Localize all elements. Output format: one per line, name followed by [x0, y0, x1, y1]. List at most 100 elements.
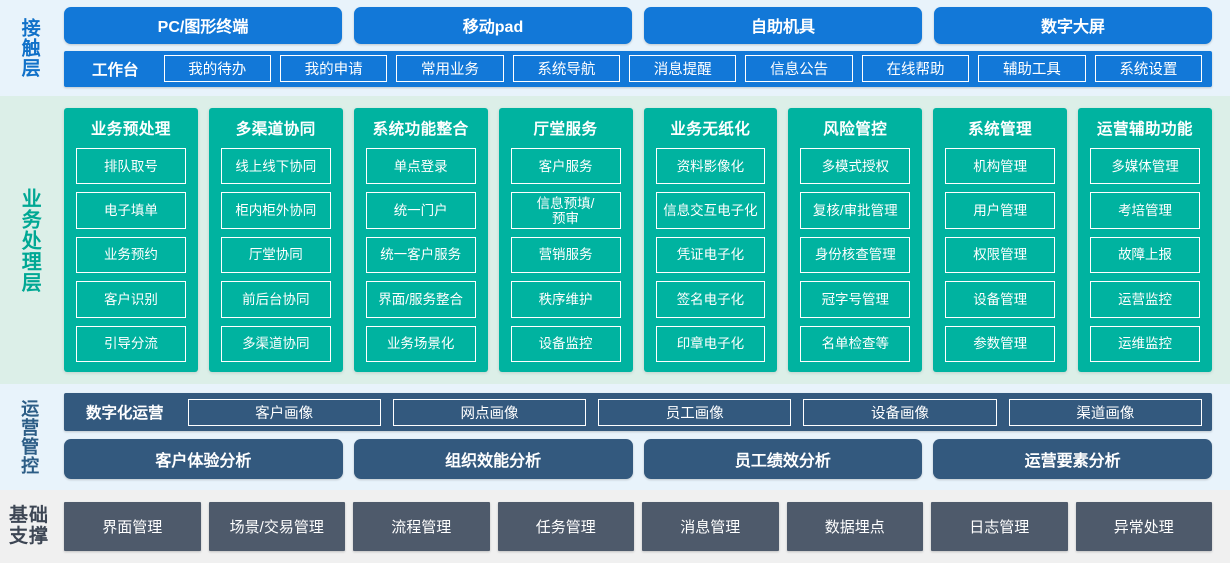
business-column-4: 业务无纸化资料影像化信息交互电子化凭证电子化签名电子化印章电子化: [643, 108, 778, 372]
portrait-chip-3[interactable]: 设备画像: [803, 398, 997, 426]
nav-item-1[interactable]: 我的申请: [279, 55, 388, 83]
business-item[interactable]: 运维监控: [1090, 325, 1200, 363]
business-column-items-5: 多模式授权复核/审批管理身份核查管理冠字号管理名单检查等: [800, 148, 911, 363]
nav-item-0[interactable]: 我的待办: [163, 55, 271, 83]
business-column-2: 系统功能整合单点登录统一门户统一客户服务界面/服务整合业务场景化: [353, 108, 488, 372]
base-support-chip-0[interactable]: 界面管理: [64, 502, 201, 551]
business-item[interactable]: 单点登录: [365, 148, 476, 185]
business-column-items-2: 单点登录统一门户统一客户服务界面/服务整合业务场景化: [365, 148, 476, 363]
workbench-nav-bar: 工作台 我的待办我的申请常用业务系统导航消息提醒信息公告在线帮助辅助工具系统设置: [64, 50, 1212, 87]
business-item[interactable]: 客户识别: [76, 281, 186, 318]
business-item[interactable]: 统一客户服务: [365, 236, 476, 274]
business-item[interactable]: 排队取号: [76, 148, 186, 185]
analysis-chip-3[interactable]: 运营要素分析: [933, 439, 1212, 479]
analysis-chip-2[interactable]: 员工绩效分析: [643, 439, 923, 479]
business-column-title-7: 运营辅助功能: [1097, 121, 1194, 138]
business-item[interactable]: 签名电子化: [655, 281, 766, 318]
workbench-title: 工作台: [92, 61, 139, 79]
base-support-chip-6[interactable]: 日志管理: [931, 502, 1068, 551]
business-item[interactable]: 业务场景化: [365, 325, 476, 363]
nav-item-6[interactable]: 在线帮助: [861, 55, 970, 83]
business-item[interactable]: 凭证电子化: [655, 236, 766, 274]
business-layer-label: 业务处理层: [18, 187, 41, 293]
operations-layer: 运营管控 数字化运营 客户画像网点画像员工画像设备画像渠道画像 客户体验分析组织…: [0, 384, 1230, 490]
analysis-chip-1[interactable]: 组织效能分析: [353, 439, 633, 479]
base-support-layer: 基础 支撑 界面管理场景/交易管理流程管理任务管理消息管理数据埋点日志管理异常处…: [0, 490, 1230, 563]
channel-chip-3[interactable]: 数字大屏: [934, 7, 1212, 44]
business-column-6: 系统管理机构管理用户管理权限管理设备管理参数管理: [933, 108, 1068, 372]
contact-layer-body: PC/图形终端移动pad 自助机具数字大屏 工作台 我的待办我的申请常用业务系统导…: [58, 0, 1230, 96]
portrait-chip-2[interactable]: 员工画像: [598, 398, 792, 426]
base-support-layer-body: 界面管理场景/交易管理流程管理任务管理消息管理数据埋点日志管理异常处理: [58, 490, 1230, 563]
business-column-title-1: 多渠道协同: [235, 121, 316, 138]
operations-layer-label: 运营管控: [19, 399, 40, 475]
business-item[interactable]: 复核/审批管理: [800, 192, 911, 229]
business-item[interactable]: 业务预约: [76, 236, 186, 274]
business-item[interactable]: 机构管理: [945, 148, 1056, 185]
base-support-layer-label: 基础 支撑: [0, 490, 58, 563]
portrait-chip-0[interactable]: 客户画像: [187, 398, 381, 426]
nav-item-2[interactable]: 常用业务: [396, 55, 504, 83]
channel-row: PC/图形终端移动pad 自助机具数字大屏: [64, 7, 1212, 44]
analysis-chip-0[interactable]: 客户体验分析: [64, 439, 343, 479]
business-item[interactable]: 引导分流: [76, 325, 186, 363]
business-item[interactable]: 参数管理: [945, 325, 1056, 363]
base-support-chip-2[interactable]: 流程管理: [353, 502, 490, 551]
business-item[interactable]: 考培管理: [1090, 192, 1200, 229]
business-column-title-3: 厅堂服务: [533, 121, 598, 138]
business-item[interactable]: 线上线下协同: [220, 148, 331, 185]
base-support-chip-4[interactable]: 消息管理: [642, 502, 779, 551]
business-item[interactable]: 设备管理: [945, 281, 1056, 318]
business-item[interactable]: 秩序维护: [510, 281, 621, 318]
operations-layer-body: 数字化运营 客户画像网点画像员工画像设备画像渠道画像 客户体验分析组织效能分析员…: [58, 384, 1230, 490]
nav-item-3[interactable]: 系统导航: [512, 55, 621, 83]
business-item[interactable]: 权限管理: [945, 236, 1056, 274]
business-item[interactable]: 厅堂协同: [220, 236, 331, 274]
business-column-title-2: 系统功能整合: [372, 121, 469, 138]
base-label-line-1: 基础: [8, 504, 49, 526]
business-item[interactable]: 电子填单: [76, 192, 186, 229]
portrait-chip-list: 客户画像网点画像员工画像设备画像渠道画像: [187, 398, 1202, 426]
business-item[interactable]: 信息预填/ 预审: [510, 192, 621, 229]
business-item[interactable]: 柜内柜外协同: [220, 192, 331, 229]
business-item[interactable]: 资料影像化: [655, 148, 766, 185]
channel-chip-1[interactable]: 移动pad: [354, 7, 632, 44]
business-column-items-7: 多媒体管理考培管理故障上报运营监控运维监控: [1090, 148, 1200, 363]
nav-item-7[interactable]: 辅助工具: [978, 55, 1086, 83]
base-support-chip-7[interactable]: 异常处理: [1075, 502, 1212, 551]
base-support-chip-1[interactable]: 场景/交易管理: [208, 502, 345, 551]
channel-chip-0[interactable]: PC/图形终端: [64, 7, 342, 44]
business-item[interactable]: 信息交互电子化: [655, 192, 766, 229]
business-item[interactable]: 故障上报: [1090, 236, 1200, 274]
business-item[interactable]: 印章电子化: [655, 325, 766, 363]
business-column-5: 风险管控多模式授权复核/审批管理身份核查管理冠字号管理名单检查等: [788, 108, 923, 372]
business-item[interactable]: 身份核查管理: [800, 236, 911, 274]
portrait-chip-4[interactable]: 渠道画像: [1008, 398, 1202, 426]
base-support-chip-5[interactable]: 数据埋点: [786, 502, 923, 551]
business-item[interactable]: 运营监控: [1090, 281, 1200, 318]
nav-item-8[interactable]: 系统设置: [1094, 55, 1203, 83]
business-item[interactable]: 客户服务: [510, 148, 621, 185]
business-item[interactable]: 冠字号管理: [800, 281, 911, 318]
business-item[interactable]: 界面/服务整合: [365, 281, 476, 318]
channel-chip-2[interactable]: 自助机具: [644, 7, 922, 44]
business-item[interactable]: 营销服务: [510, 236, 621, 274]
business-column-7: 运营辅助功能多媒体管理考培管理故障上报运营监控运维监控: [1078, 108, 1212, 372]
business-item[interactable]: 统一门户: [365, 192, 476, 229]
portrait-chip-1[interactable]: 网点画像: [392, 398, 587, 426]
workbench-nav-items: 我的待办我的申请常用业务系统导航消息提醒信息公告在线帮助辅助工具系统设置: [163, 55, 1203, 83]
base-support-chip-3[interactable]: 任务管理: [497, 502, 634, 551]
nav-item-5[interactable]: 信息公告: [745, 55, 853, 83]
business-item[interactable]: 用户管理: [945, 192, 1056, 229]
business-item[interactable]: 设备监控: [510, 325, 621, 363]
business-item[interactable]: 多模式授权: [800, 148, 911, 185]
nav-item-4[interactable]: 消息提醒: [629, 55, 737, 83]
business-item[interactable]: 多媒体管理: [1090, 148, 1200, 185]
business-item[interactable]: 多渠道协同: [220, 325, 331, 363]
business-column-items-0: 排队取号电子填单业务预约客户识别引导分流: [76, 148, 186, 363]
business-layer-body: 业务预处理排队取号电子填单业务预约客户识别引导分流多渠道协同线上线下协同柜内柜外…: [58, 96, 1230, 384]
business-layer: 业务处理层 业务预处理排队取号电子填单业务预约客户识别引导分流多渠道协同线上线下…: [0, 96, 1230, 384]
business-column-title-5: 风险管控: [823, 121, 888, 138]
business-item[interactable]: 前后台协同: [220, 281, 331, 318]
business-item[interactable]: 名单检查等: [800, 325, 911, 363]
